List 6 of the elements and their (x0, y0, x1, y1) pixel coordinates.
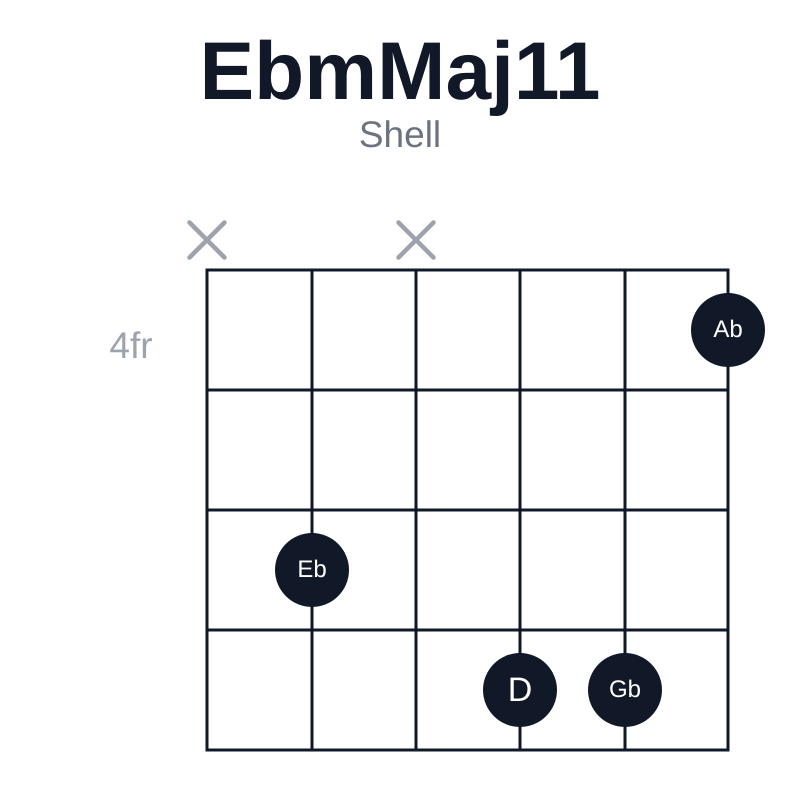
note-dot: D (483, 653, 557, 727)
chord-subtitle: Shell (358, 116, 442, 153)
note-dot: Eb (275, 533, 349, 607)
fret-number-label: 4fr (109, 327, 153, 364)
note-dot: Gb (588, 653, 662, 727)
note-dot: Ab (691, 293, 765, 367)
